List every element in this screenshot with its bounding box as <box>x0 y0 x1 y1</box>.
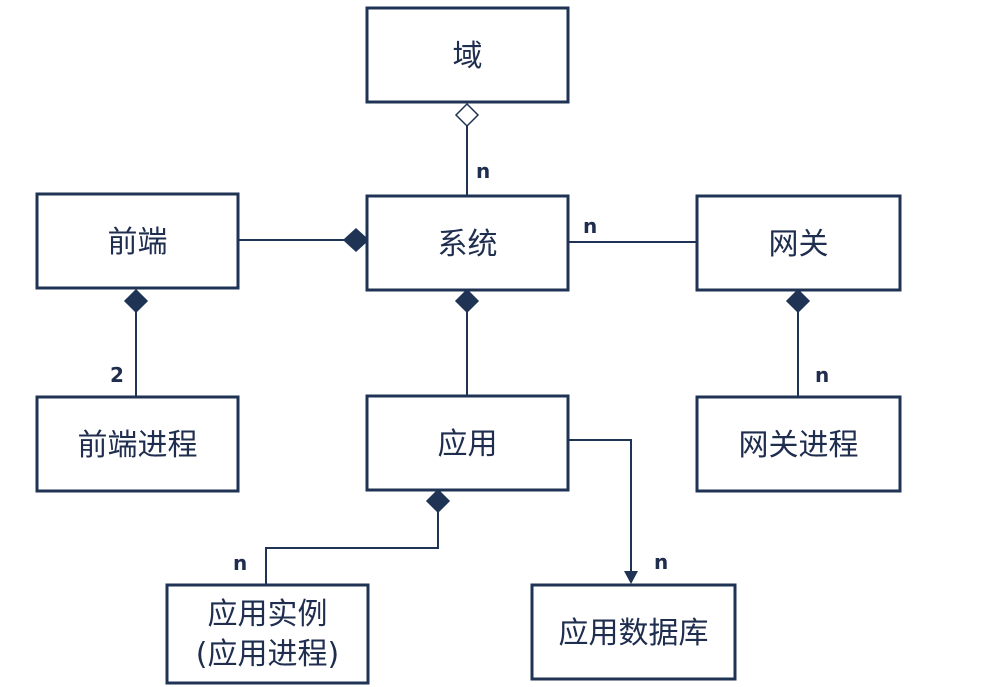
edge-application-database <box>568 439 632 572</box>
node-frontend-process-label: 前端进程 <box>78 428 198 463</box>
multiplicity-domain-system: n <box>476 159 490 183</box>
multiplicity-system-gateway: n <box>583 214 597 238</box>
node-gateway-label: 网关 <box>769 227 829 262</box>
composition-diamond-system-bottom <box>454 288 480 314</box>
node-application-label: 应用 <box>438 427 498 462</box>
composition-diamond-application <box>425 488 451 514</box>
nodes: 域 前端 系统 网关 前端进程 应用 网关进程 应用实例 (应用进 <box>35 6 902 685</box>
node-gateway: 网关 <box>695 194 902 292</box>
node-gateway-process: 网关进程 <box>695 395 902 493</box>
node-system: 系统 <box>365 194 570 292</box>
composition-diamond-system-left <box>342 227 370 253</box>
aggregation-diamond-domain <box>454 102 480 128</box>
node-domain: 域 <box>365 6 570 104</box>
multiplicity-frontend-process: 2 <box>110 363 124 387</box>
multiplicity-app-database: n <box>654 550 668 574</box>
node-app-database: 应用数据库 <box>530 583 737 681</box>
arrowhead-database <box>624 571 638 584</box>
node-app-instance-label-line1: 应用实例 <box>208 597 328 632</box>
node-system-label: 系统 <box>438 227 498 262</box>
multiplicities: n n 2 n n n <box>110 159 829 575</box>
connector-markers <box>123 102 811 584</box>
node-application: 应用 <box>365 394 570 492</box>
node-gateway-process-label: 网关进程 <box>739 428 859 463</box>
multiplicity-gateway-process: n <box>815 363 829 387</box>
node-frontend-label: 前端 <box>108 225 168 260</box>
node-frontend-process: 前端进程 <box>35 395 240 493</box>
edges <box>135 126 799 585</box>
node-app-instance: 应用实例 (应用进程) <box>165 583 370 685</box>
edge-appinstance-application <box>265 512 439 585</box>
node-app-instance-label-line2: (应用进程) <box>196 637 339 672</box>
composition-diamond-gateway <box>785 288 811 314</box>
composition-diamond-frontend <box>123 288 149 314</box>
node-frontend: 前端 <box>35 192 240 290</box>
multiplicity-app-instance: n <box>233 551 247 575</box>
node-domain-label: 域 <box>453 39 483 74</box>
node-app-database-label: 应用数据库 <box>559 616 709 651</box>
